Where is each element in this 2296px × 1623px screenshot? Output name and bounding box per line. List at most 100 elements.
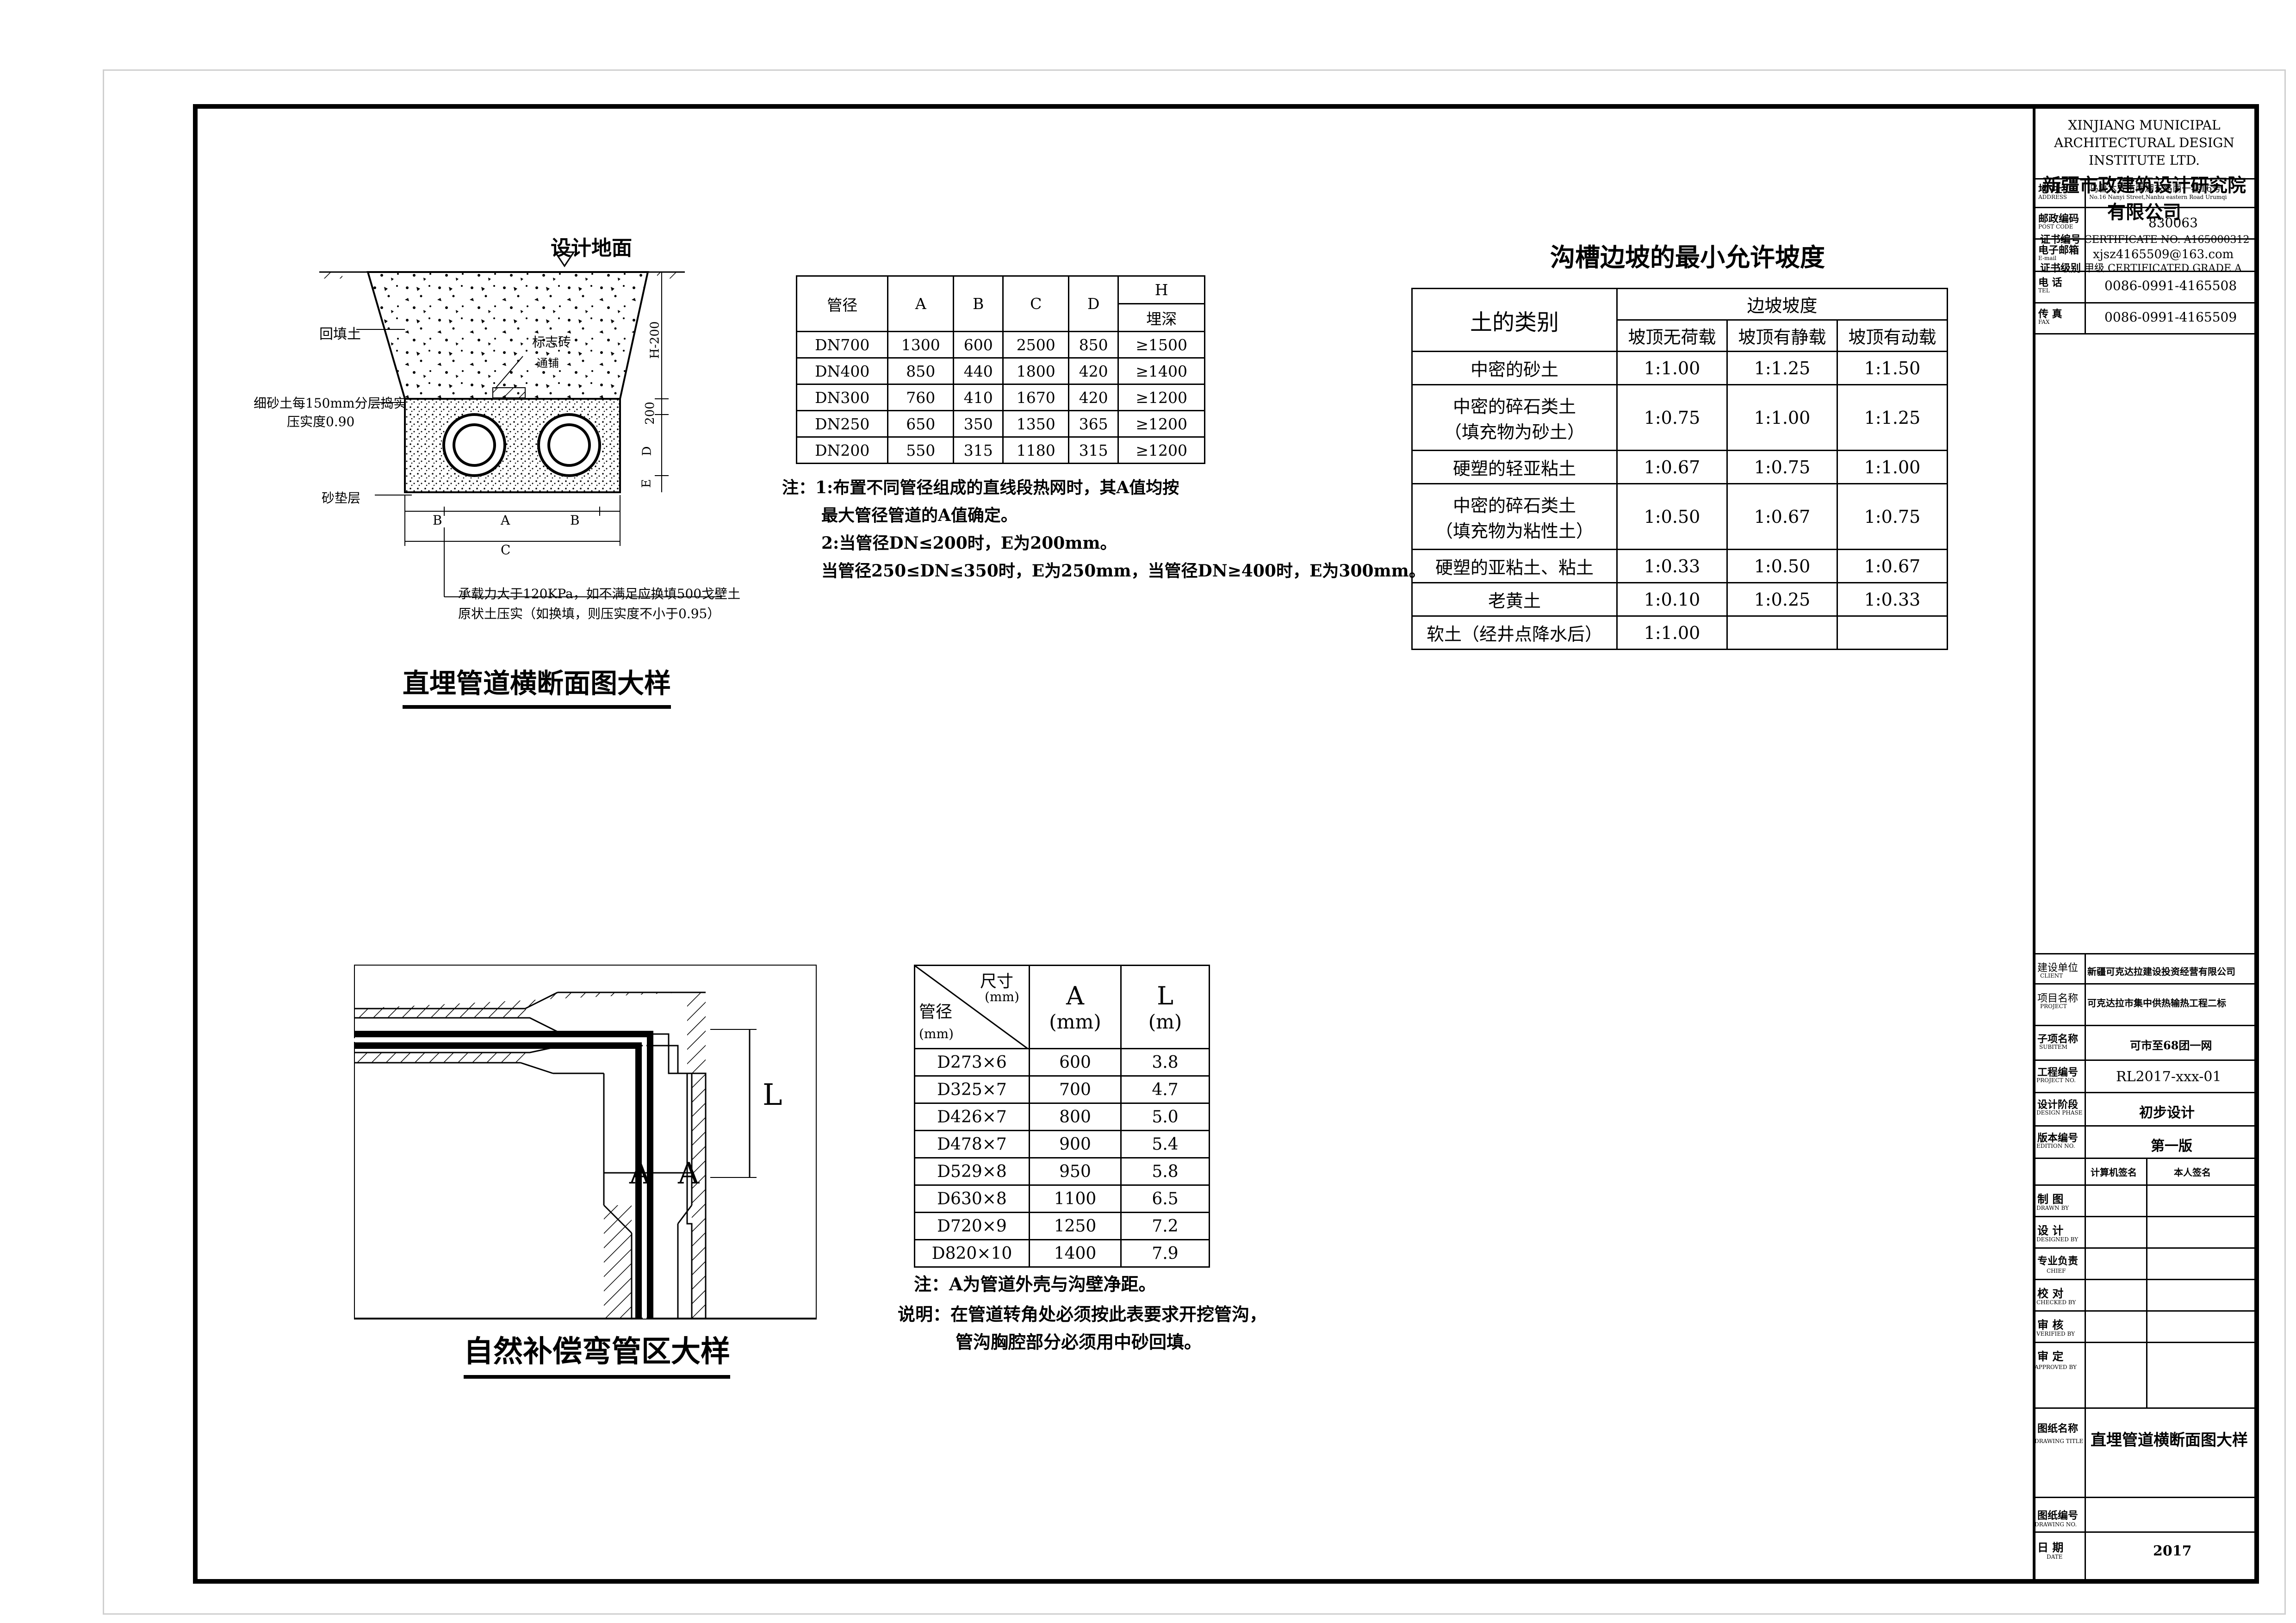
dim-e: E [639,479,654,488]
address: 乌鲁木齐市南湖东路南一巷16号 [2089,183,2222,194]
pipe-note-3: 2:当管径DN≤200时，E为200mm。 [821,533,1117,553]
th-dn: 管径 [919,1003,953,1022]
date: 2017 [2153,1543,2192,1559]
th-b: B [953,275,1004,332]
pipe-note-1: 注：1:布置不同管径组成的直线段热网时，其A值均按 [782,478,1179,497]
contact-section: 地 址 ADDRESS 乌鲁木齐市南湖东路南一巷16号 No.16 Nanyi … [2033,178,2256,335]
elbow-label-a2: A [678,1157,700,1191]
cushion-label: 砂垫层 [322,490,361,506]
subitem: 可市至68团一网 [2130,1039,2212,1052]
post-code: 830063 [2148,215,2198,230]
compaction-label: 压实度0.90 [287,414,355,429]
ground-label: 设计地面 [551,236,632,260]
elbow-note-3: 管沟胸腔部分必须用中砂回填。 [956,1332,1202,1352]
design-phase: 初步设计 [2139,1105,2195,1121]
sand-label: 细砂土每150mm分层捣实 [254,396,407,411]
org-en-3: INSTITUTE LTD. [2088,153,2200,168]
bearing-note-2: 原状土压实（如换填，则压实度不小于0.95） [458,606,720,621]
th-c: C [1002,275,1069,332]
th-a-unit: (mm) [1049,1010,1101,1033]
elbow-svg [354,965,817,1319]
th-l-unit: (m) [1148,1010,1182,1033]
client: 新疆可克达拉建设投资经营有限公司 [2087,966,2235,977]
elbow-note-2: 说明：在管道转角处必须按此表要求开挖管沟， [898,1304,1267,1325]
dim-a: A [501,513,510,528]
th-h: H [1117,275,1205,304]
cert-no-value: CERTIFICATE NO. A165000312 [2084,234,2250,246]
sig-col-computer: 计算机签名 [2091,1167,2137,1178]
drawing-title: 直埋管道横断面图大样 [2091,1431,2248,1450]
pipe-note-2: 最大管径管道的A值确定。 [821,506,1018,525]
project-name: 可克达拉市集中供热输热工程二标 [2087,997,2226,1009]
th-no-load: 坡顶无荷载 [1616,319,1728,352]
table-row: 软土（经井点降水后）1:1.00 [1411,615,1948,650]
th-slope: 边坡坡度 [1616,288,1948,321]
section2-title: 自然补偿弯管区大样 [464,1328,730,1379]
sheet-outer-border [103,69,2286,1615]
backfill-label: 回填土 [319,326,361,342]
dim-d: D [640,446,654,456]
th-l: L [1157,981,1173,1010]
dim-c: C [501,542,511,558]
org-en-1: XINJIANG MUNICIPAL [2068,118,2221,133]
project-number: RL2017-xxx-01 [2116,1069,2222,1085]
sig-col-handwritten: 本人签名 [2174,1167,2211,1178]
drawing-frame [193,104,2259,1584]
cert-grade-value: 甲级 CERTIFICATED GRADE A [2084,263,2242,274]
org-cn-2: 有限公司 [2107,201,2181,223]
th-a: A [1066,981,1084,1010]
email: xjsz4165509@163.com [2093,248,2234,261]
elbow-label-a1: A [629,1157,651,1191]
edition: 第一版 [2151,1138,2192,1154]
cert-no-label: 证书编号 [2040,234,2081,246]
cross-section-svg [319,251,722,597]
elbow-note-1: 注：A为管道外壳与沟壁净距。 [914,1274,1156,1295]
fax: 0086-0991-4165509 [2104,310,2237,325]
marker-brick-sub: 通铺 [537,357,559,370]
pipe-note-4: 当管径250≤DN≤350时，E为250mm，当管径DN≥400时，E为300m… [821,561,1426,581]
slope-table-title: 沟槽边坡的最小允许坡度 [1550,242,1825,272]
th-dynamic-load: 坡顶有动载 [1837,319,1948,352]
th-dn-unit: (mm) [919,1026,954,1041]
th-size: 尺寸 [980,972,1014,991]
th-a: A [887,275,955,332]
project-info-section: 建设单位 CLIENT 新疆可克达拉建设投资经营有限公司 项目名称 PROJEC… [2033,953,2256,1580]
org-en-2: ARCHITECTURAL DESIGN [2054,135,2234,150]
dim-h: H-200 [648,321,662,359]
th-size-unit: (mm) [985,989,1019,1004]
bearing-note-1: 承载力大于120KPa，如不满足应换填500戈壁土 [458,586,741,601]
th-dn: 管径 [795,275,889,332]
title-block: XINJIANG MUNICIPAL ARCHITECTURAL DESIGN … [2033,107,2256,1580]
dim-200: 200 [643,402,657,425]
org-cn-1: 新疆市政建筑设计研究院 [2042,174,2246,196]
header-diagonal [915,966,1029,1049]
th-h-sub: 埋深 [1117,303,1205,332]
section1-title: 直埋管道横断面图大样 [403,662,671,709]
marker-brick-label: 标志砖 [532,335,571,350]
th-d: D [1067,275,1119,332]
elbow-label-l: L [763,1078,782,1112]
cert-grade-label: 证书级别 [2040,262,2081,274]
th-soil: 土的类别 [1411,288,1618,352]
